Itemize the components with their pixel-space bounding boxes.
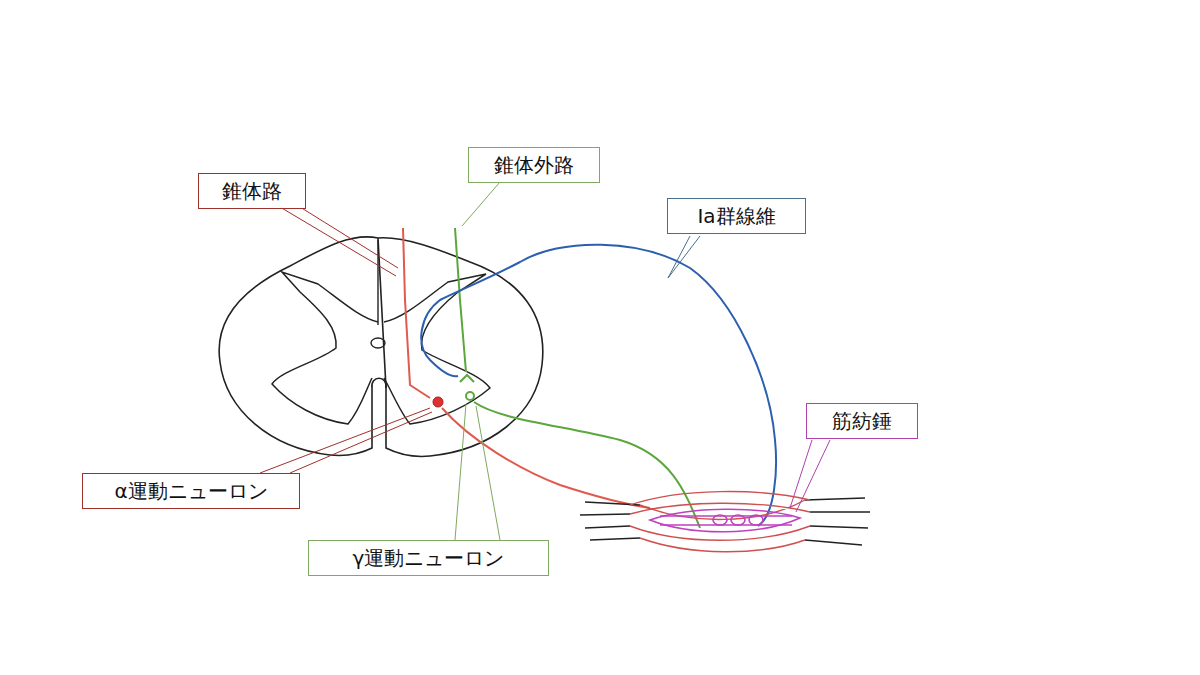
gamma-neuron (466, 392, 474, 400)
muscle (580, 492, 870, 552)
anterior-fissure (372, 378, 386, 388)
dorsal-septum (377, 240, 378, 325)
callout-text: 筋紡錘 (819, 408, 905, 434)
callout-box: γ運動ニューロン (308, 540, 549, 576)
ia-fiber (421, 245, 776, 526)
callout-box: 錐体路 (198, 173, 306, 209)
alpha-axon (442, 408, 650, 508)
callout-text: α運動ニューロン (95, 478, 287, 504)
callout-box: Ia群線維 (667, 198, 806, 234)
callout-box: α運動ニューロン (82, 473, 300, 509)
gamma-axon (474, 402, 700, 528)
leader-lines (260, 182, 830, 540)
callout-text: γ運動ニューロン (321, 545, 536, 571)
callout-text: 錐体外路 (481, 152, 587, 178)
extrapyramidal-tract (455, 228, 474, 382)
callout-text: Ia群線維 (680, 203, 793, 229)
pyramidal-tract (403, 228, 430, 398)
callout-text: 錐体路 (211, 178, 293, 204)
callout-box: 筋紡錘 (806, 403, 918, 439)
spinal-cord-outline (219, 237, 543, 457)
central-canal (371, 338, 385, 348)
alpha-neuron (433, 397, 443, 407)
callout-box: 錐体外路 (468, 147, 600, 183)
grey-matter (272, 272, 490, 424)
muscle-spindle (650, 509, 800, 532)
